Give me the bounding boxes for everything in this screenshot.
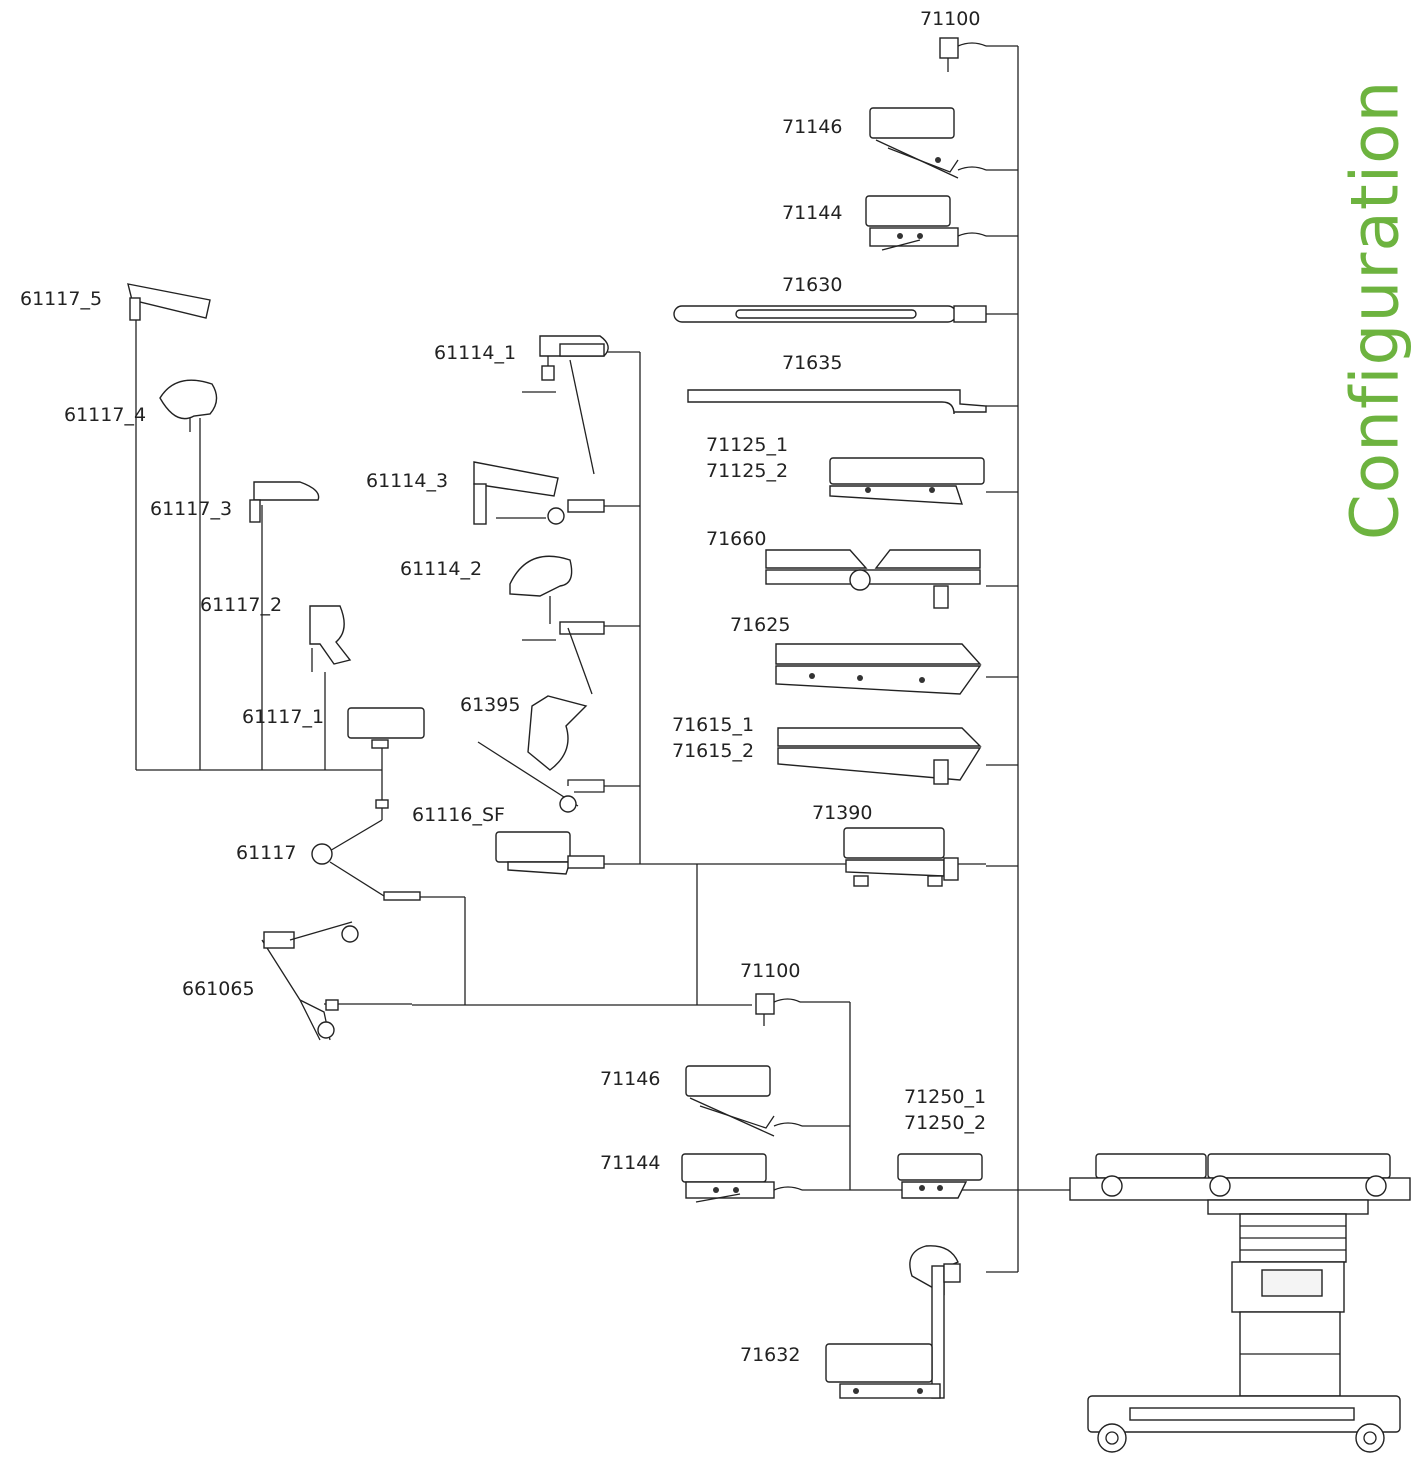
part-661065 — [261, 921, 412, 1041]
label-71146-top: 71146 — [782, 116, 843, 138]
part-71632 — [825, 1245, 961, 1399]
label-661065: 661065 — [182, 978, 255, 1000]
part-61117-3 — [249, 481, 320, 523]
part-61117-arm — [311, 799, 421, 901]
part-61114-2 — [509, 555, 605, 695]
label-61117-3: 61117_3 — [150, 498, 233, 520]
part-71630 — [673, 305, 987, 323]
part-71100-top — [939, 37, 987, 72]
part-61395 — [477, 695, 605, 813]
label-71144-top: 71144 — [782, 202, 843, 224]
label-71100-top: 71100 — [920, 8, 981, 30]
part-61117-5 — [127, 283, 211, 321]
part-71100-bottom — [755, 993, 801, 1026]
label-71144-bottom: 71144 — [600, 1152, 661, 1174]
label-71125-1: 71125_1 — [706, 434, 789, 456]
page-title-text: Configuration — [1336, 79, 1414, 541]
part-61114-3 — [473, 461, 605, 525]
connector-lines — [135, 45, 1090, 1273]
label-61117-1: 61117_1 — [242, 706, 325, 728]
label-71125-2: 71125_2 — [706, 460, 789, 482]
label-71250-1: 71250_1 — [904, 1086, 987, 1108]
part-71125 — [829, 457, 985, 505]
part-71635 — [687, 389, 987, 415]
part-71250 — [897, 1153, 983, 1199]
part-71660 — [765, 549, 981, 609]
label-61395: 61395 — [460, 694, 521, 716]
label-71632: 71632 — [740, 1344, 801, 1366]
label-71146-bottom: 71146 — [600, 1068, 661, 1090]
label-61114-1: 61114_1 — [434, 342, 517, 364]
part-71625 — [775, 643, 982, 695]
part-61117-2 — [309, 605, 352, 672]
part-71146-top — [869, 107, 987, 179]
label-61114-2: 61114_2 — [400, 558, 483, 580]
label-71250-2: 71250_2 — [904, 1112, 987, 1134]
label-71635: 71635 — [782, 352, 843, 374]
part-71144-bottom — [681, 1153, 803, 1203]
part-61117-4 — [159, 379, 218, 432]
label-71660: 71660 — [706, 528, 767, 550]
label-71390: 71390 — [812, 802, 873, 824]
label-61117: 61117 — [236, 842, 297, 864]
operating-table — [1069, 1153, 1411, 1453]
part-61114-1 — [522, 335, 609, 475]
page-title: Configuration — [1330, 10, 1420, 610]
part-71146-bottom — [685, 1065, 803, 1137]
part-61117-1 — [347, 707, 425, 749]
part-61116-sf — [495, 831, 605, 875]
part-71615 — [777, 727, 982, 785]
label-71625: 71625 — [730, 614, 791, 636]
part-71390 — [843, 827, 959, 887]
label-71615-1: 71615_1 — [672, 714, 755, 736]
label-71100-bottom: 71100 — [740, 960, 801, 982]
label-61117-4: 61117_4 — [64, 404, 147, 426]
label-61114-3: 61114_3 — [366, 470, 449, 492]
label-71615-2: 71615_2 — [672, 740, 755, 762]
label-61116-sf: 61116_SF — [412, 804, 505, 826]
label-71630: 71630 — [782, 274, 843, 296]
label-61117-2: 61117_2 — [200, 594, 283, 616]
part-71144-top — [865, 195, 987, 251]
label-61117-5: 61117_5 — [20, 288, 103, 310]
